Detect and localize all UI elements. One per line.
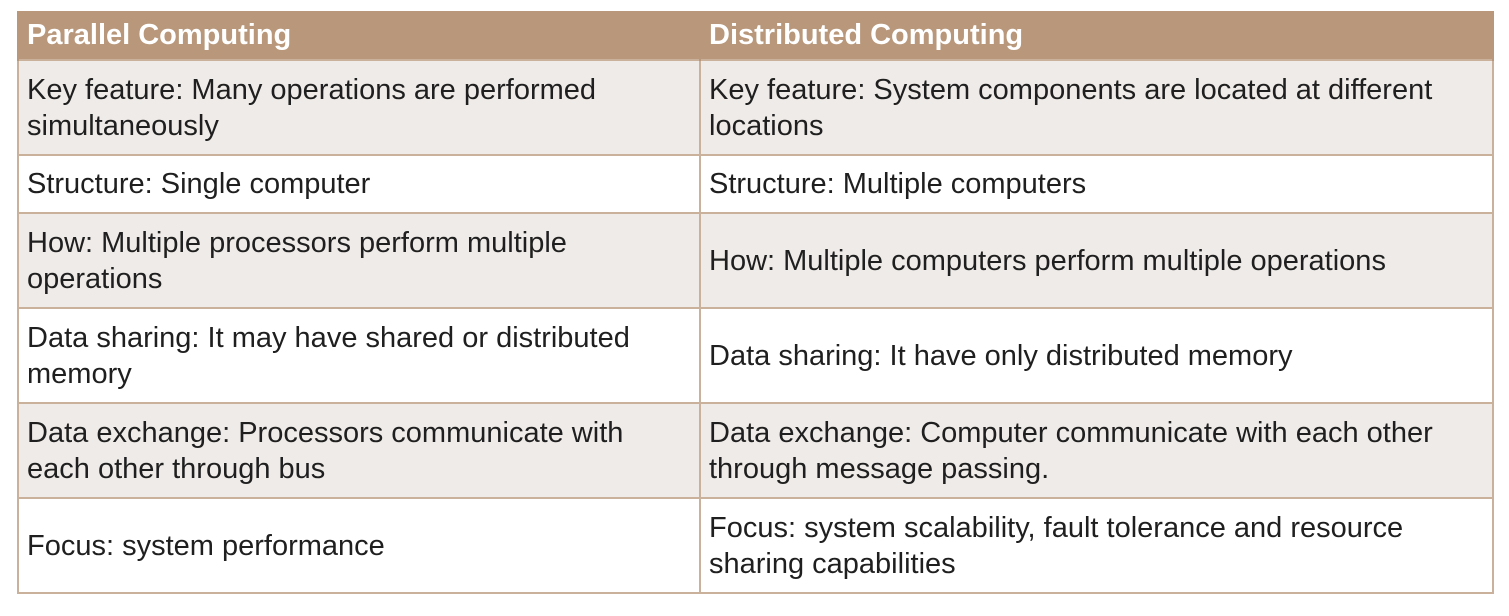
table-row: Focus: system performance Focus: system …	[17, 497, 1494, 594]
table-row: Structure: Single computer Structure: Mu…	[17, 154, 1494, 214]
table-row: Data sharing: It may have shared or dist…	[17, 307, 1494, 404]
table-row: Key feature: Many operations are perform…	[17, 59, 1494, 156]
cell-parallel-focus: Focus: system performance	[17, 497, 701, 594]
cell-distributed-data-sharing: Data sharing: It have only distributed m…	[699, 307, 1494, 404]
cell-distributed-how: How: Multiple computers perform multiple…	[699, 212, 1494, 309]
cell-distributed-structure: Structure: Multiple computers	[699, 154, 1494, 214]
header-distributed-computing: Distributed Computing	[699, 11, 1494, 60]
table-row: How: Multiple processors perform multipl…	[17, 212, 1494, 309]
comparison-table-container: Parallel Computing Distributed Computing…	[17, 11, 1494, 594]
table-header-row: Parallel Computing Distributed Computing	[17, 11, 1494, 60]
cell-parallel-structure: Structure: Single computer	[17, 154, 701, 214]
cell-parallel-how: How: Multiple processors perform multipl…	[17, 212, 701, 309]
cell-distributed-focus: Focus: system scalability, fault toleran…	[699, 497, 1494, 594]
table-row: Data exchange: Processors communicate wi…	[17, 402, 1494, 499]
cell-distributed-data-exchange: Data exchange: Computer communicate with…	[699, 402, 1494, 499]
cell-parallel-data-exchange: Data exchange: Processors communicate wi…	[17, 402, 701, 499]
comparison-table: Parallel Computing Distributed Computing…	[17, 11, 1494, 594]
cell-distributed-key-feature: Key feature: System components are locat…	[699, 59, 1494, 156]
cell-parallel-key-feature: Key feature: Many operations are perform…	[17, 59, 701, 156]
cell-parallel-data-sharing: Data sharing: It may have shared or dist…	[17, 307, 701, 404]
header-parallel-computing: Parallel Computing	[17, 11, 701, 60]
